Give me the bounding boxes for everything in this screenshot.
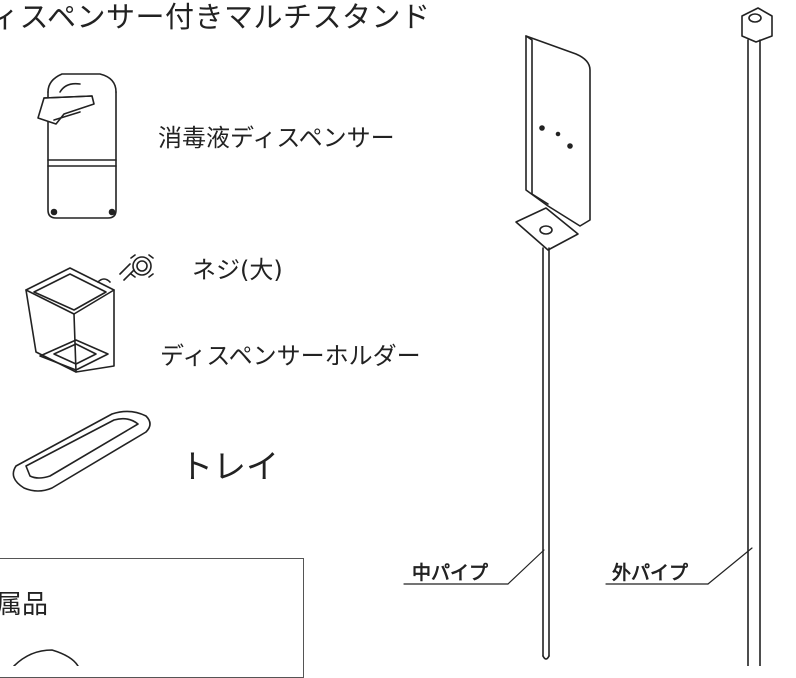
dispenser-illustration [37, 73, 117, 219]
screw-illustration [119, 254, 154, 281]
page-title: ィスペンサー付きマルチスタンド [0, 0, 431, 34]
leader-lines [403, 547, 753, 585]
label-outer-pipe: 外パイプ [612, 562, 689, 584]
tray-illustration [12, 410, 151, 492]
label-dispenser: 消毒液ディスペンサー [158, 124, 395, 152]
inner-pipe-illustration [515, 35, 591, 660]
label-tray: トレイ [180, 447, 279, 486]
label-holder: ディスペンサーホルダー [160, 342, 421, 370]
accessories-title: 属品 [0, 590, 49, 620]
holder-illustration [25, 267, 115, 373]
label-inner-pipe: 中パイプ [412, 562, 489, 584]
label-screw: ネジ(大) [192, 256, 283, 284]
outer-pipe-illustration [741, 7, 773, 666]
accessory-icon [13, 649, 79, 666]
